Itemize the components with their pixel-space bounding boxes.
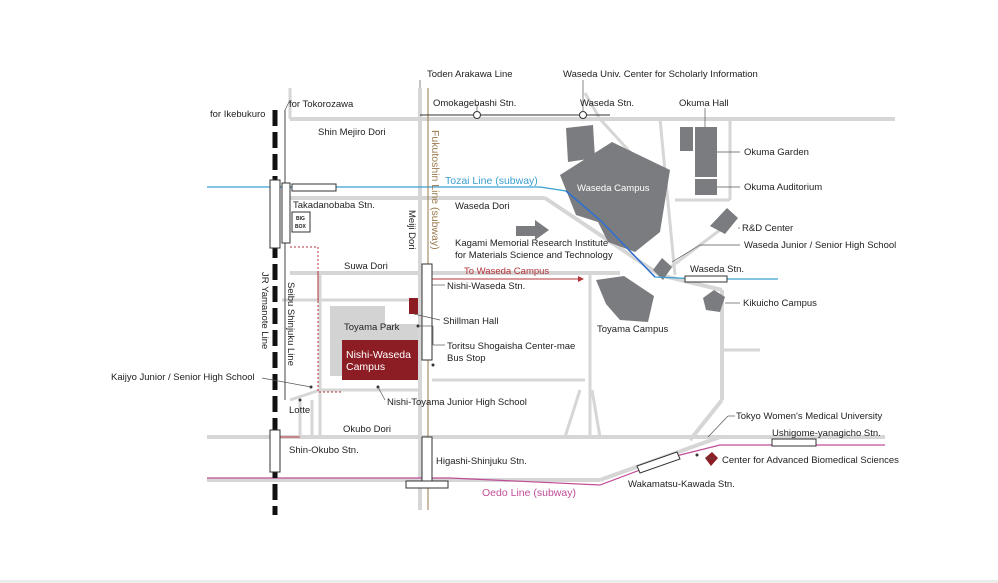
building-kikuicho [703,290,725,312]
road-mid-2 [563,389,582,438]
label-biomedical: Center for Advanced Biomedical Sciences [722,455,899,466]
label-for-tokorozawa: for Tokorozawa [289,99,354,110]
label-kagami-1: Kagami Memorial Research Institute [455,238,608,249]
label-junior-senior-high: Waseda Junior / Senior High School [744,240,896,251]
bottom-divider [0,580,998,583]
road-upper-3 [658,118,677,276]
label-okuma-auditorium: Okuma Auditorium [744,182,822,193]
road-mid-3 [590,389,602,438]
building-biomedical [705,452,718,466]
label-okuma-hall: Okuma Hall [679,98,729,109]
label-waseda-tozai: Waseda Stn. [690,264,744,275]
station-nishi-waseda-marker [421,263,433,361]
label-higashi-shinjuku: Higashi-Shinjuku Stn. [436,456,527,467]
road-southeast [688,398,724,442]
label-kikuicho: Kikuicho Campus [743,298,817,309]
building-okuma-auditorium [695,179,717,195]
label-meiji-dori: Meiji Dori [406,210,417,250]
label-seibu-shinjuku: Seibu Shinjuku Line [285,282,296,366]
label-toyama-park: Toyama Park [344,322,400,333]
label-for-ikebukuro: for Ikebukuro [210,109,265,120]
label-scholarly-info: Waseda Univ. Center for Scholarly Inform… [563,69,758,80]
nishi-waseda-campus-block [342,340,418,380]
building-toyama-campus [596,276,654,322]
label-suwa-dori: Suwa Dori [344,261,388,272]
station-wakamatsu-kawada-marker [636,451,681,474]
label-nishi-toyama: Nishi-Toyama Junior High School [387,397,527,408]
label-shillman-hall: Shillman Hall [443,316,498,327]
station-takadanobaba-jr [269,179,281,249]
label-omokagebashi: Omokagebashi Stn. [433,98,516,109]
label-oedo-line: Oedo Line (subway) [482,487,576,499]
building-scholarly-info [566,125,595,162]
label-toyama-campus: Toyama Campus [597,324,669,335]
station-takadanobaba-seibu [281,182,291,244]
label-to-waseda-campus: To Waseda Campus [464,266,549,277]
label-rd-center: R&D Center [742,223,793,234]
label-waseda-campus: Waseda Campus [577,183,650,194]
label-okuma-garden: Okuma Garden [744,147,809,158]
big-box-building [291,211,311,233]
label-kagami-2: for Materials Science and Technology [455,250,613,261]
label-bus-stop-1: Toritsu Shogaisha Center-mae [447,341,575,352]
to-waseda-campus-arrow [432,276,584,282]
label-waseda-toden: Waseda Stn. [580,98,634,109]
buildings [516,125,738,322]
label-ushigome-yanagicho: Ushigome-yanagicho Stn. [772,428,881,439]
building-okuma-hall-1 [680,127,693,151]
building-rd-center [710,208,738,234]
label-lotte: Lotte [289,405,310,416]
toyama-park-area-2 [330,340,342,376]
building-kagami [516,220,549,240]
station-omokagebashi-marker [473,111,481,119]
big-box-label-2: BOX [295,224,307,230]
label-bus-stop-2: Bus Stop [447,353,486,364]
road-toyama-3 [289,388,321,402]
label-nishi-waseda-campus-2: Campus [346,361,385,373]
label-twmu: Tokyo Women's Medical University [736,411,883,422]
building-junior-high [653,258,672,280]
label-wakamatsu-kawada: Wakamatsu-Kawada Stn. [628,479,735,490]
label-waseda-dori: Waseda Dori [455,201,510,212]
leader-lines [261,80,740,459]
label-jr-yamanote: JR Yamanote Line [259,272,270,349]
toyama-park-area [330,306,418,340]
label-nishi-waseda-stn: Nishi-Waseda Stn. [447,281,525,292]
label-toden-arakawa: Toden Arakawa Line [427,69,513,80]
label-kaijyo: Kaijyo Junior / Senior High School [111,372,255,383]
station-shin-okubo-marker [269,429,281,473]
map-labels: Toden Arakawa Line Waseda Univ. Center f… [111,69,899,499]
label-tozai-line: Tozai Line (subway) [445,175,538,187]
building-okuma-hall-2 [695,127,717,177]
big-box-label-1: BIG [296,216,305,222]
label-shin-okubo: Shin-Okubo Stn. [289,445,359,456]
station-ushigome-yanagicho-marker [771,438,817,447]
station-higashi-shinjuku-marker-2 [405,480,449,489]
station-higashi-shinjuku-marker [421,436,433,486]
label-okubo-dori: Okubo Dori [343,424,391,435]
station-waseda-toden-marker [579,111,587,119]
label-fukutoshin-line: Fukutoshin Line (subway) [429,130,441,250]
pointer-dots [298,324,699,457]
station-takadanobaba-tozai [291,183,337,192]
station-waseda-tozai-marker [684,275,728,283]
label-nishi-waseda-campus-1: Nishi-Waseda [346,349,411,361]
building-waseda-campus [560,142,670,252]
building-shillman-hall [409,298,418,314]
label-takadanobaba: Takadanobaba Stn. [293,200,375,211]
stations [269,111,817,489]
label-shin-mejiro-dori: Shin Mejiro Dori [318,127,386,138]
